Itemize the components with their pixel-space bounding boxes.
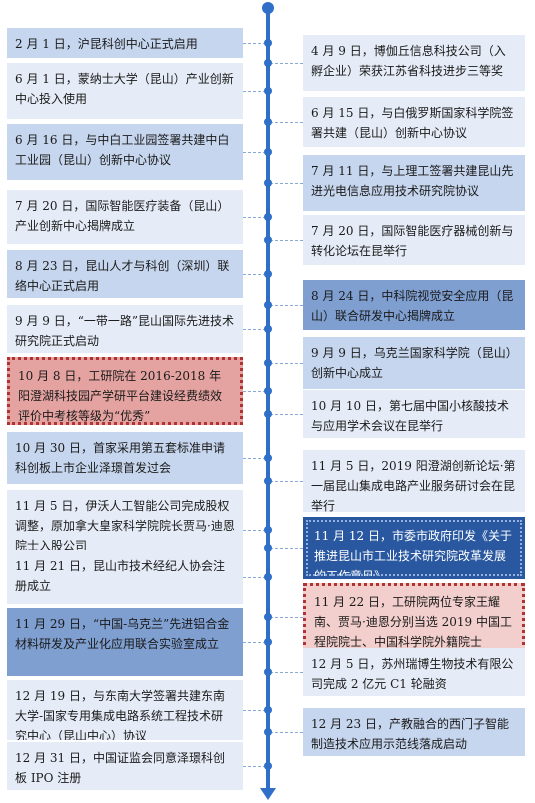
timeline-connector [243,91,266,92]
timeline-connector [243,577,266,578]
timeline-event-left: 6 月 16 日，与中白工业园签署共建中白工业园（昆山）创新中心协议 [7,124,243,180]
timeline-connector [243,710,266,711]
timeline-event-right: 12 月 23 日，产教融合的西门子智能制造技术应用示范线落成启动 [303,708,525,756]
timeline-node-dot [264,477,272,485]
timeline-connector [270,63,303,64]
timeline-connector [243,391,266,392]
timeline-node-dot [264,213,272,221]
timeline-event-left: 12 月 31 日，中国证监会同意泽璟科创板 IPO 注册 [7,742,243,790]
timeline-event-right: 8 月 24 日，中科院视觉安全应用（昆山）联合研发中心揭牌成立 [303,280,525,330]
timeline-node-dot [264,762,272,770]
timeline-connector [270,672,303,673]
timeline-event-right: 11 月 22 日，工研院两位专家王耀南、贾马·迪恩分别当选 2019 中国工程… [303,583,525,651]
timeline-event-right: 11 月 12 日，市委市政府印发《关于推进昆山市工业技术研究院改革发展的工作意… [303,517,525,579]
timeline-connector [243,458,266,459]
timeline-event-right: 7 月 20 日，国际智能医疗器械创新与转化论坛在昆举行 [303,215,525,265]
timeline-event-right: 6 月 15 日，与白俄罗斯国家科学院签署共建（昆山）创新中心协议 [303,97,525,147]
timeline-connector [270,481,303,482]
timeline-axis-top-dot [262,2,274,14]
timeline-connector [243,766,266,767]
timeline-event-left: 11 月 21 日，昆山市技术经纪人协会注册成立 [7,550,243,604]
timeline-connector [243,329,266,330]
timeline-connector [243,642,266,643]
timeline-event-left: 9 月 9 日，“一带一路”昆山国际先进技术研究院正式启动 [7,305,243,353]
timeline-node-dot [264,148,272,156]
timeline-node-dot [264,638,272,646]
timeline-event-left: 11 月 29 日，“中国-乌克兰”先进铝合金材料研发及产业化应用联合实验室成立 [7,608,243,676]
timeline-connector [270,617,303,618]
timeline-event-right: 10 月 10 日，第七届中国小核酸技术与应用学术会议在昆举行 [303,390,525,438]
timeline-node-dot [264,613,272,621]
timeline-connector [243,274,266,275]
timeline-connector [270,122,303,123]
timeline-event-left: 8 月 23 日，昆山人才与科创（深圳）联络中心正式启用 [7,250,243,298]
timeline-axis-arrow [260,788,276,800]
timeline-node-dot [264,179,272,187]
timeline-connector [243,217,266,218]
timeline-node-dot [264,359,272,367]
timeline-event-right: 7 月 11 日，与上理工签署共建昆山先进光电信息应用技术研究院协议 [303,155,525,211]
timeline-node-dot [264,325,272,333]
timeline-event-right: 4 月 9 日，博伽丘信息科技公司（入孵企业）荣获江苏省科技进步三等奖 [303,35,525,91]
timeline-node-dot [264,59,272,67]
timeline-node-dot [264,668,272,676]
timeline-connector [270,183,303,184]
timeline-node-dot [264,410,272,418]
timeline-connector [270,363,303,364]
timeline-node-dot [264,236,272,244]
timeline-node-dot [264,301,272,309]
timeline-connector [270,548,303,549]
timeline-node-dot [264,544,272,552]
timeline-event-left: 6 月 1 日，蒙纳士大学（昆山）产业创新中心投入使用 [7,63,243,119]
timeline-node-dot [264,87,272,95]
timeline-event-left: 10 月 8 日，工研院在 2016-2018 年阳澄湖科技园产学研平台建设经费… [7,357,243,425]
timeline-event-left: 10 月 30 日，首家采用第五套标准申请科创板上市企业泽璟首发过会 [7,432,243,484]
timeline-connector [270,305,303,306]
timeline-axis [266,6,270,790]
timeline-event-left: 12 月 19 日，与东南大学签署共建东南大学-国家专用集成电路系统工程技术研究… [7,680,243,740]
timeline-node-dot [264,706,272,714]
timeline-node-dot [264,454,272,462]
timeline-node-dot [264,270,272,278]
timeline-event-left: 2 月 1 日，沪昆科创中心正式启用 [7,28,243,58]
timeline-connector [243,530,266,531]
timeline-connector [270,240,303,241]
timeline-connector [243,43,266,44]
timeline-connector [270,414,303,415]
timeline-connector [270,732,303,733]
timeline-event-left: 7 月 20 日，国际智能医疗装备（昆山）产业创新中心揭牌成立 [7,190,243,244]
timeline-event-right: 11 月 5 日，2019 阳澄湖创新论坛·第一届昆山集成电路产业服务研讨会在昆… [303,450,525,512]
timeline-node-dot [264,573,272,581]
timeline-node-dot [264,387,272,395]
timeline-connector [243,152,266,153]
timeline-node-dot [264,39,272,47]
timeline-node-dot [264,728,272,736]
timeline-node-dot [264,526,272,534]
timeline-node-dot [264,118,272,126]
timeline-event-right: 9 月 9 日，乌克兰国家科学院（昆山）创新中心成立 [303,337,525,389]
timeline-event-right: 12 月 5 日，苏州瑞博生物技术有限公司完成 2 亿元 C1 轮融资 [303,648,525,696]
